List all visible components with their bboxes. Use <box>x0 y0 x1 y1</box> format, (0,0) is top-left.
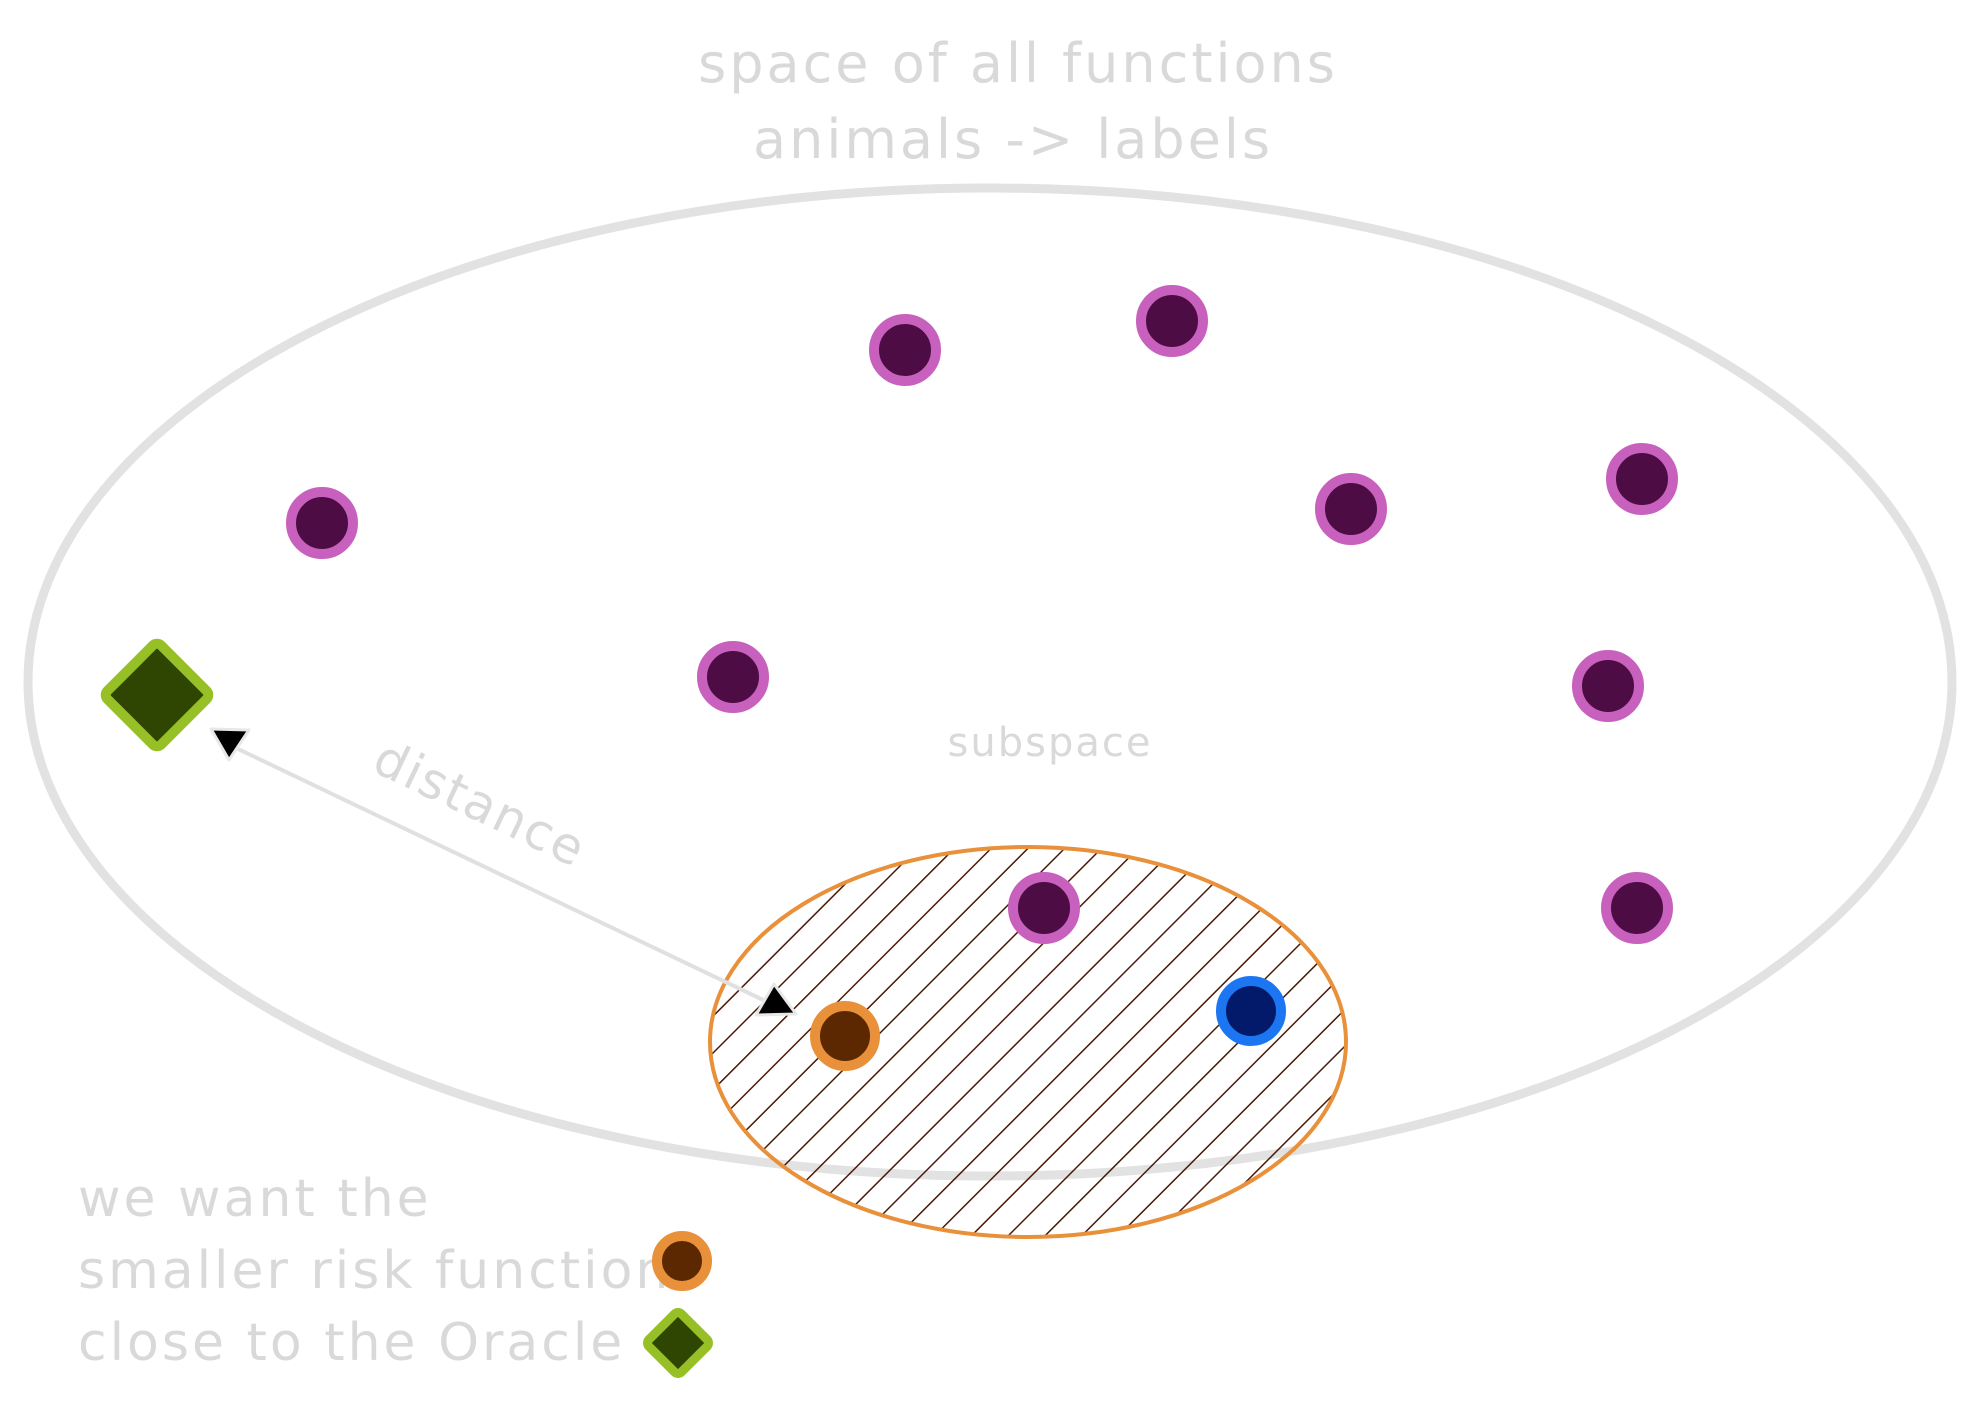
legend: we want the smaller risk function close … <box>78 1169 713 1378</box>
function-dot <box>1601 872 1673 944</box>
arrowhead-oracle-end <box>209 727 251 762</box>
legend-line-1: we want the <box>78 1169 432 1229</box>
legend-oracle-diamond-icon <box>643 1308 713 1378</box>
title-line-2: animals -> labels <box>753 108 1273 171</box>
smaller-risk-function-dot <box>810 1001 880 1071</box>
function-dot <box>1008 872 1080 944</box>
legend-risk-icon <box>652 1231 712 1291</box>
arrowhead-risk-end <box>754 982 798 1017</box>
candidate-functions <box>286 285 1678 944</box>
function-dot <box>1136 285 1208 357</box>
function-dot <box>1572 650 1644 722</box>
function-dot <box>1606 443 1678 515</box>
function-dot <box>1315 473 1387 545</box>
function-dot <box>869 314 941 386</box>
distance-arrow <box>209 727 798 1017</box>
function-dot <box>697 641 769 713</box>
blue-function-dot <box>1216 976 1286 1046</box>
legend-line-3: close to the Oracle <box>78 1313 625 1373</box>
subspace-label: subspace <box>948 720 1153 766</box>
legend-line-2: smaller risk function <box>78 1241 671 1301</box>
title-line-1: space of all functions <box>698 32 1338 95</box>
oracle-diamond-icon <box>100 638 214 752</box>
distance-label: distance <box>365 728 596 878</box>
function-dot <box>286 487 358 559</box>
